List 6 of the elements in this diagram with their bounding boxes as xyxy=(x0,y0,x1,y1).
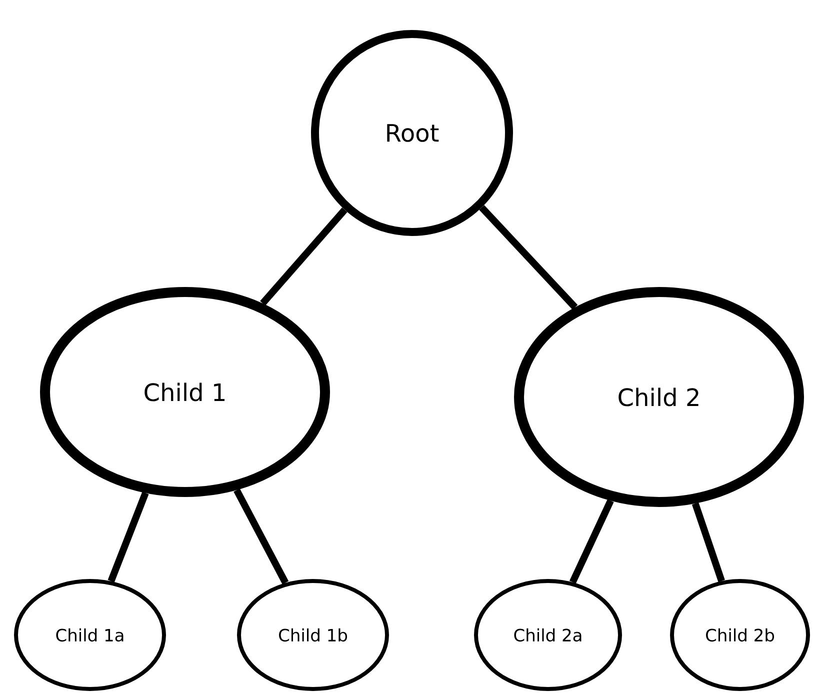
connector-line xyxy=(234,488,289,584)
connector-line xyxy=(260,207,348,306)
connector-line xyxy=(569,499,614,584)
connector-line xyxy=(692,502,725,582)
connector-line xyxy=(479,205,578,310)
connector-line xyxy=(108,492,149,582)
